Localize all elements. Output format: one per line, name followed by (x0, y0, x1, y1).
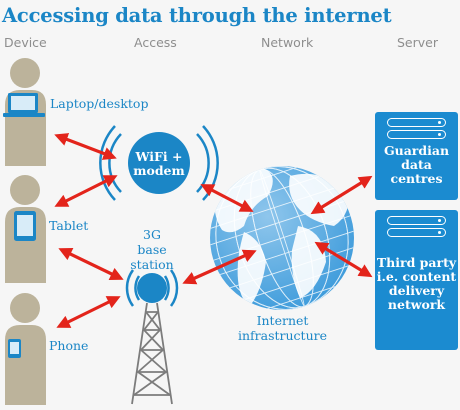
server-guardian-label: Guardian data centres (383, 143, 450, 186)
laptop-icon (3, 93, 45, 117)
server-third-party-label: Third party i.e. content delivery networ… (376, 255, 457, 312)
column-header-device: Device (4, 35, 47, 50)
base-station-line3: station (130, 257, 174, 272)
arrow-phone-basestation (56, 296, 121, 328)
wifi-label: WiFi + modem (128, 150, 190, 178)
arrow-basestation-globe (182, 249, 257, 285)
label-phone: Phone (49, 338, 89, 353)
connection-arrows (54, 133, 373, 328)
column-header-server: Server (397, 35, 438, 50)
internet-infrastructure-label: Internet infrastructure (225, 313, 340, 343)
network-line1: Internet (256, 313, 309, 328)
server-rack-bar (387, 216, 446, 225)
arrow-globe-thirdparty (314, 241, 373, 278)
network-line2: infrastructure (237, 328, 327, 343)
tablet-icon (14, 211, 36, 241)
column-header-access: Access (134, 35, 177, 50)
server-rack-bar (387, 228, 446, 237)
label-tablet: Tablet (49, 218, 89, 233)
base-station-label: 3G base station (120, 227, 184, 272)
label-laptop: Laptop/desktop (50, 96, 149, 111)
phone-icon (8, 339, 21, 358)
arrow-globe-guardian (310, 175, 373, 215)
diagram-title: Accessing data through the internet (2, 4, 392, 27)
base-station-line1: 3G (143, 227, 161, 242)
server-rack-bar (387, 118, 446, 127)
base-station-line2: base (137, 242, 167, 257)
column-header-network: Network (261, 35, 314, 50)
wifi-label-line2: modem (133, 163, 185, 178)
arrow-wifi-globe (200, 184, 254, 212)
server-rack-bar (387, 130, 446, 139)
arrow-laptop-wifi (54, 133, 117, 160)
server-third-party-cdn: Third party i.e. content delivery networ… (375, 210, 458, 350)
server-guardian-data-centres: Guardian data centres (375, 112, 458, 200)
globe-parallel (267, 286, 336, 309)
internet-globe (210, 166, 354, 310)
wifi-label-line1: WiFi + (135, 149, 183, 164)
arrow-tablet-basestation (58, 248, 124, 280)
arrow-tablet-wifi (54, 175, 118, 207)
base-station-tower (125, 269, 179, 405)
